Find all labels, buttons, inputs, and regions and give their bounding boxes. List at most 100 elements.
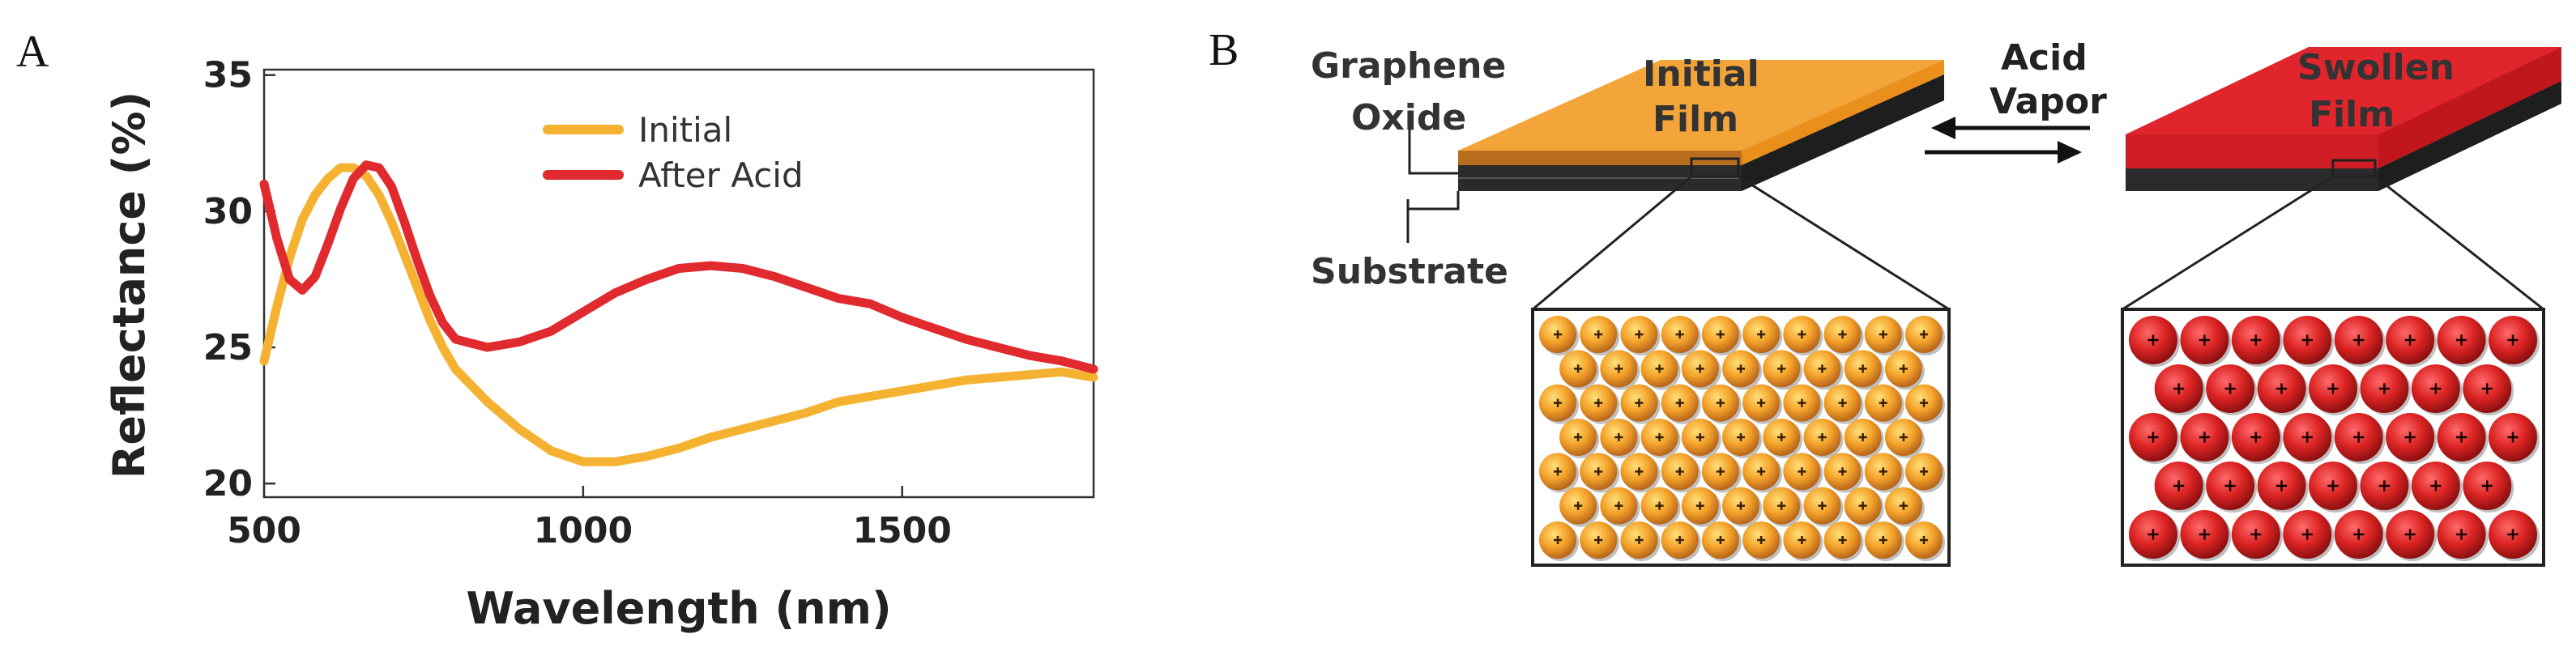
charge-plus-icon <box>1675 398 1684 407</box>
zoom-line-swollen-left <box>2122 175 2334 311</box>
initial-sphere-array <box>1539 316 1945 561</box>
charge-plus-icon <box>1574 432 1583 442</box>
charge-plus-icon <box>1858 501 1867 510</box>
charge-plus-icon <box>1757 535 1766 545</box>
charge-plus-icon <box>1553 467 1563 476</box>
swollen-substrate-front <box>2126 168 2378 191</box>
legend: Initial After Acid <box>543 110 804 195</box>
swollen-film-top <box>2126 47 2561 134</box>
x-tick-label: 1500 <box>852 510 951 551</box>
charge-plus-icon <box>1757 330 1766 339</box>
legend-label-initial: Initial <box>638 110 732 150</box>
charge-plus-icon <box>1838 467 1847 476</box>
charge-plus-icon <box>1899 501 1908 510</box>
charge-plus-icon <box>1919 467 1929 476</box>
charge-plus-icon <box>2199 334 2211 346</box>
charge-plus-icon <box>2250 432 2262 443</box>
charge-plus-icon <box>1798 467 1806 476</box>
charge-plus-icon <box>2301 334 2313 346</box>
charge-plus-icon <box>1899 364 1908 373</box>
charge-plus-icon <box>1838 330 1847 339</box>
charge-plus-icon <box>2378 383 2390 394</box>
charge-plus-icon <box>2378 480 2390 491</box>
charge-plus-icon <box>1919 398 1929 407</box>
series-line-initial <box>259 163 1098 466</box>
charge-plus-icon <box>2147 432 2159 443</box>
zoom-line-initial-right <box>1738 175 1950 311</box>
charge-plus-icon <box>2507 334 2518 346</box>
x-axis-title: Wavelength (nm) <box>466 583 891 634</box>
zoom-box-initial <box>1690 157 1740 178</box>
charge-plus-icon <box>2275 383 2288 394</box>
charge-plus-icon <box>1858 364 1867 373</box>
charge-plus-icon <box>1919 330 1929 339</box>
charge-plus-icon <box>1695 432 1704 442</box>
substrate-leader <box>1406 191 1460 211</box>
series-line-after-acid <box>259 160 1098 374</box>
charge-plus-icon <box>2327 480 2339 491</box>
equilibrium-arrows <box>1925 117 2090 164</box>
charge-plus-icon <box>1675 535 1684 545</box>
swollen-sphere-array <box>2129 316 2540 561</box>
charge-plus-icon <box>1716 330 1725 339</box>
initial-film-side <box>1742 60 1944 165</box>
charge-plus-icon <box>1879 535 1887 545</box>
charge-plus-icon <box>1614 432 1623 442</box>
charge-plus-icon <box>2199 529 2211 540</box>
label-swollen-film: Film <box>2309 94 2395 135</box>
charge-plus-icon <box>2507 529 2518 540</box>
charge-plus-icon <box>2275 480 2288 491</box>
forward-arrow-head <box>2058 141 2082 164</box>
charge-plus-icon <box>1695 501 1704 510</box>
charge-plus-icon <box>1757 398 1766 407</box>
y-tick-label: 25 <box>203 327 253 368</box>
charge-plus-icon <box>1777 364 1786 373</box>
charge-plus-icon <box>1574 364 1583 373</box>
charge-plus-icon <box>2173 383 2185 394</box>
charge-plus-icon <box>1798 330 1806 339</box>
charge-plus-icon <box>2353 432 2365 443</box>
charge-plus-icon <box>1736 432 1746 442</box>
charge-plus-icon <box>1777 501 1786 510</box>
charge-plus-icon <box>2455 529 2467 540</box>
charge-plus-icon <box>1818 432 1827 442</box>
plot-frame <box>262 68 1095 499</box>
charge-plus-icon <box>1594 398 1603 407</box>
panel-label-b: B <box>1209 25 1239 75</box>
charge-plus-icon <box>1655 364 1664 373</box>
series-lines <box>259 160 1098 466</box>
charge-plus-icon <box>1614 501 1623 510</box>
charge-plus-icon <box>1919 535 1929 545</box>
charge-plus-icon <box>1838 398 1847 407</box>
charge-plus-icon <box>1899 432 1908 442</box>
charge-plus-icon <box>1736 501 1746 510</box>
charge-plus-icon <box>1818 364 1827 373</box>
charge-plus-icon <box>2327 383 2339 394</box>
charge-plus-icon <box>2430 480 2442 491</box>
charge-plus-icon <box>1798 398 1806 407</box>
swollen-film-side <box>2378 47 2561 168</box>
charge-plus-icon <box>1838 535 1847 545</box>
charge-plus-icon <box>1716 398 1725 407</box>
charge-plus-icon <box>1736 364 1746 373</box>
charge-plus-icon <box>1675 330 1684 339</box>
charge-plus-icon <box>1818 501 1827 510</box>
charge-plus-icon <box>1553 330 1563 339</box>
callout-lines <box>1406 120 2544 311</box>
initial-film-top <box>1458 60 1944 151</box>
swollen-film-slab <box>2126 47 2561 191</box>
charge-plus-icon <box>1553 398 1563 407</box>
charge-plus-icon <box>1675 467 1684 476</box>
label-substrate: Substrate <box>1311 251 1508 292</box>
charge-plus-icon <box>2507 432 2518 443</box>
panel-label-a: A <box>16 27 49 77</box>
swollen-film-front <box>2126 134 2378 168</box>
charge-plus-icon <box>1858 432 1867 442</box>
initial-film-slab <box>1458 60 1944 191</box>
charge-plus-icon <box>2404 529 2416 540</box>
y-axis-title: Reflectance (%) <box>104 91 155 479</box>
charge-plus-icon <box>1879 467 1887 476</box>
